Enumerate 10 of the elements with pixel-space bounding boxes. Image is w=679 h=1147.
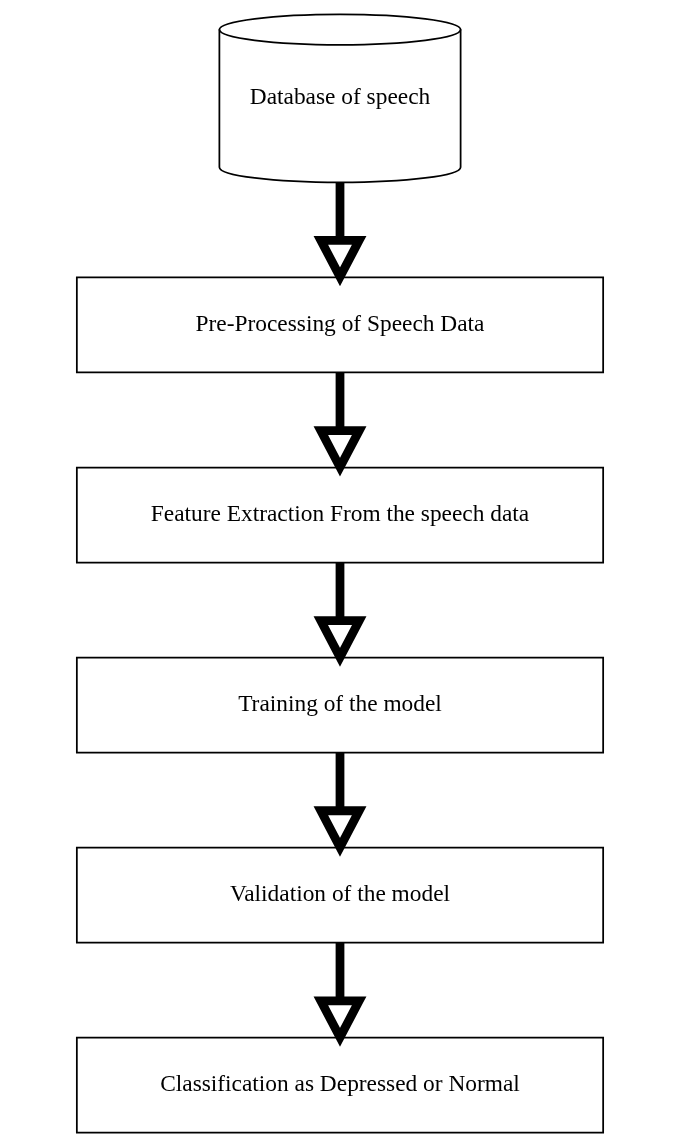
- arrow: [313, 182, 366, 287]
- arrow: [313, 372, 366, 477]
- node-box: Training of the model: [75, 656, 604, 754]
- node-box: Pre-Processing of Speech Data: [75, 276, 604, 374]
- node-box: Validation of the model: [75, 846, 604, 944]
- node-box: Classification as Depressed or Normal: [75, 1036, 604, 1134]
- arrow: [313, 752, 366, 857]
- node-box: Feature Extraction From the speech data: [75, 466, 604, 564]
- arrow: [313, 942, 366, 1047]
- arrow: [313, 562, 366, 667]
